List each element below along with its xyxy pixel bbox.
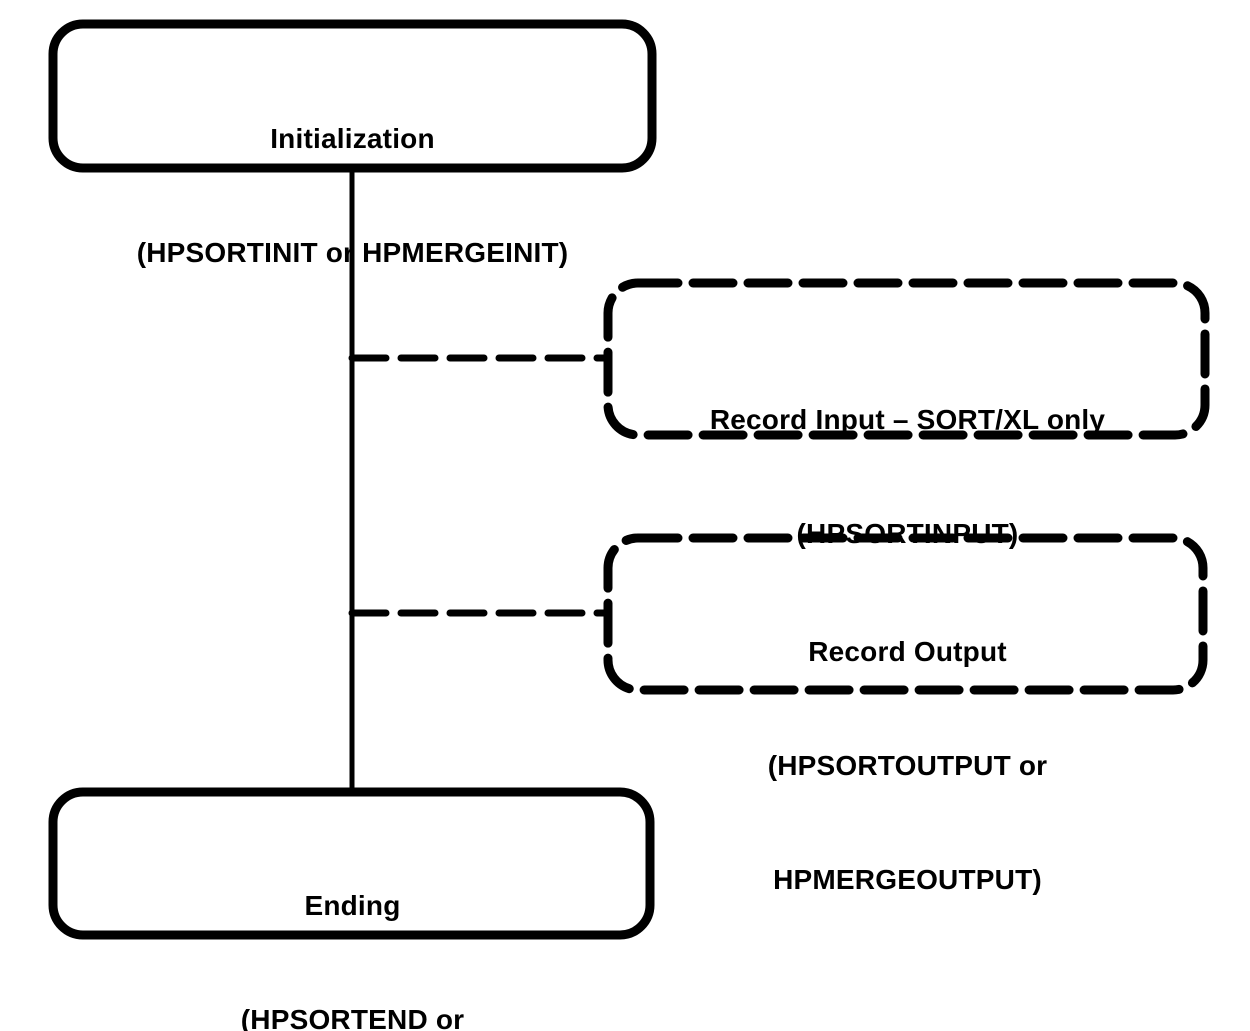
record-output-box[interactable] — [603, 533, 1208, 695]
initialization-box[interactable] — [48, 19, 657, 173]
ending-box[interactable] — [48, 787, 655, 940]
record-input-box[interactable] — [603, 278, 1210, 440]
